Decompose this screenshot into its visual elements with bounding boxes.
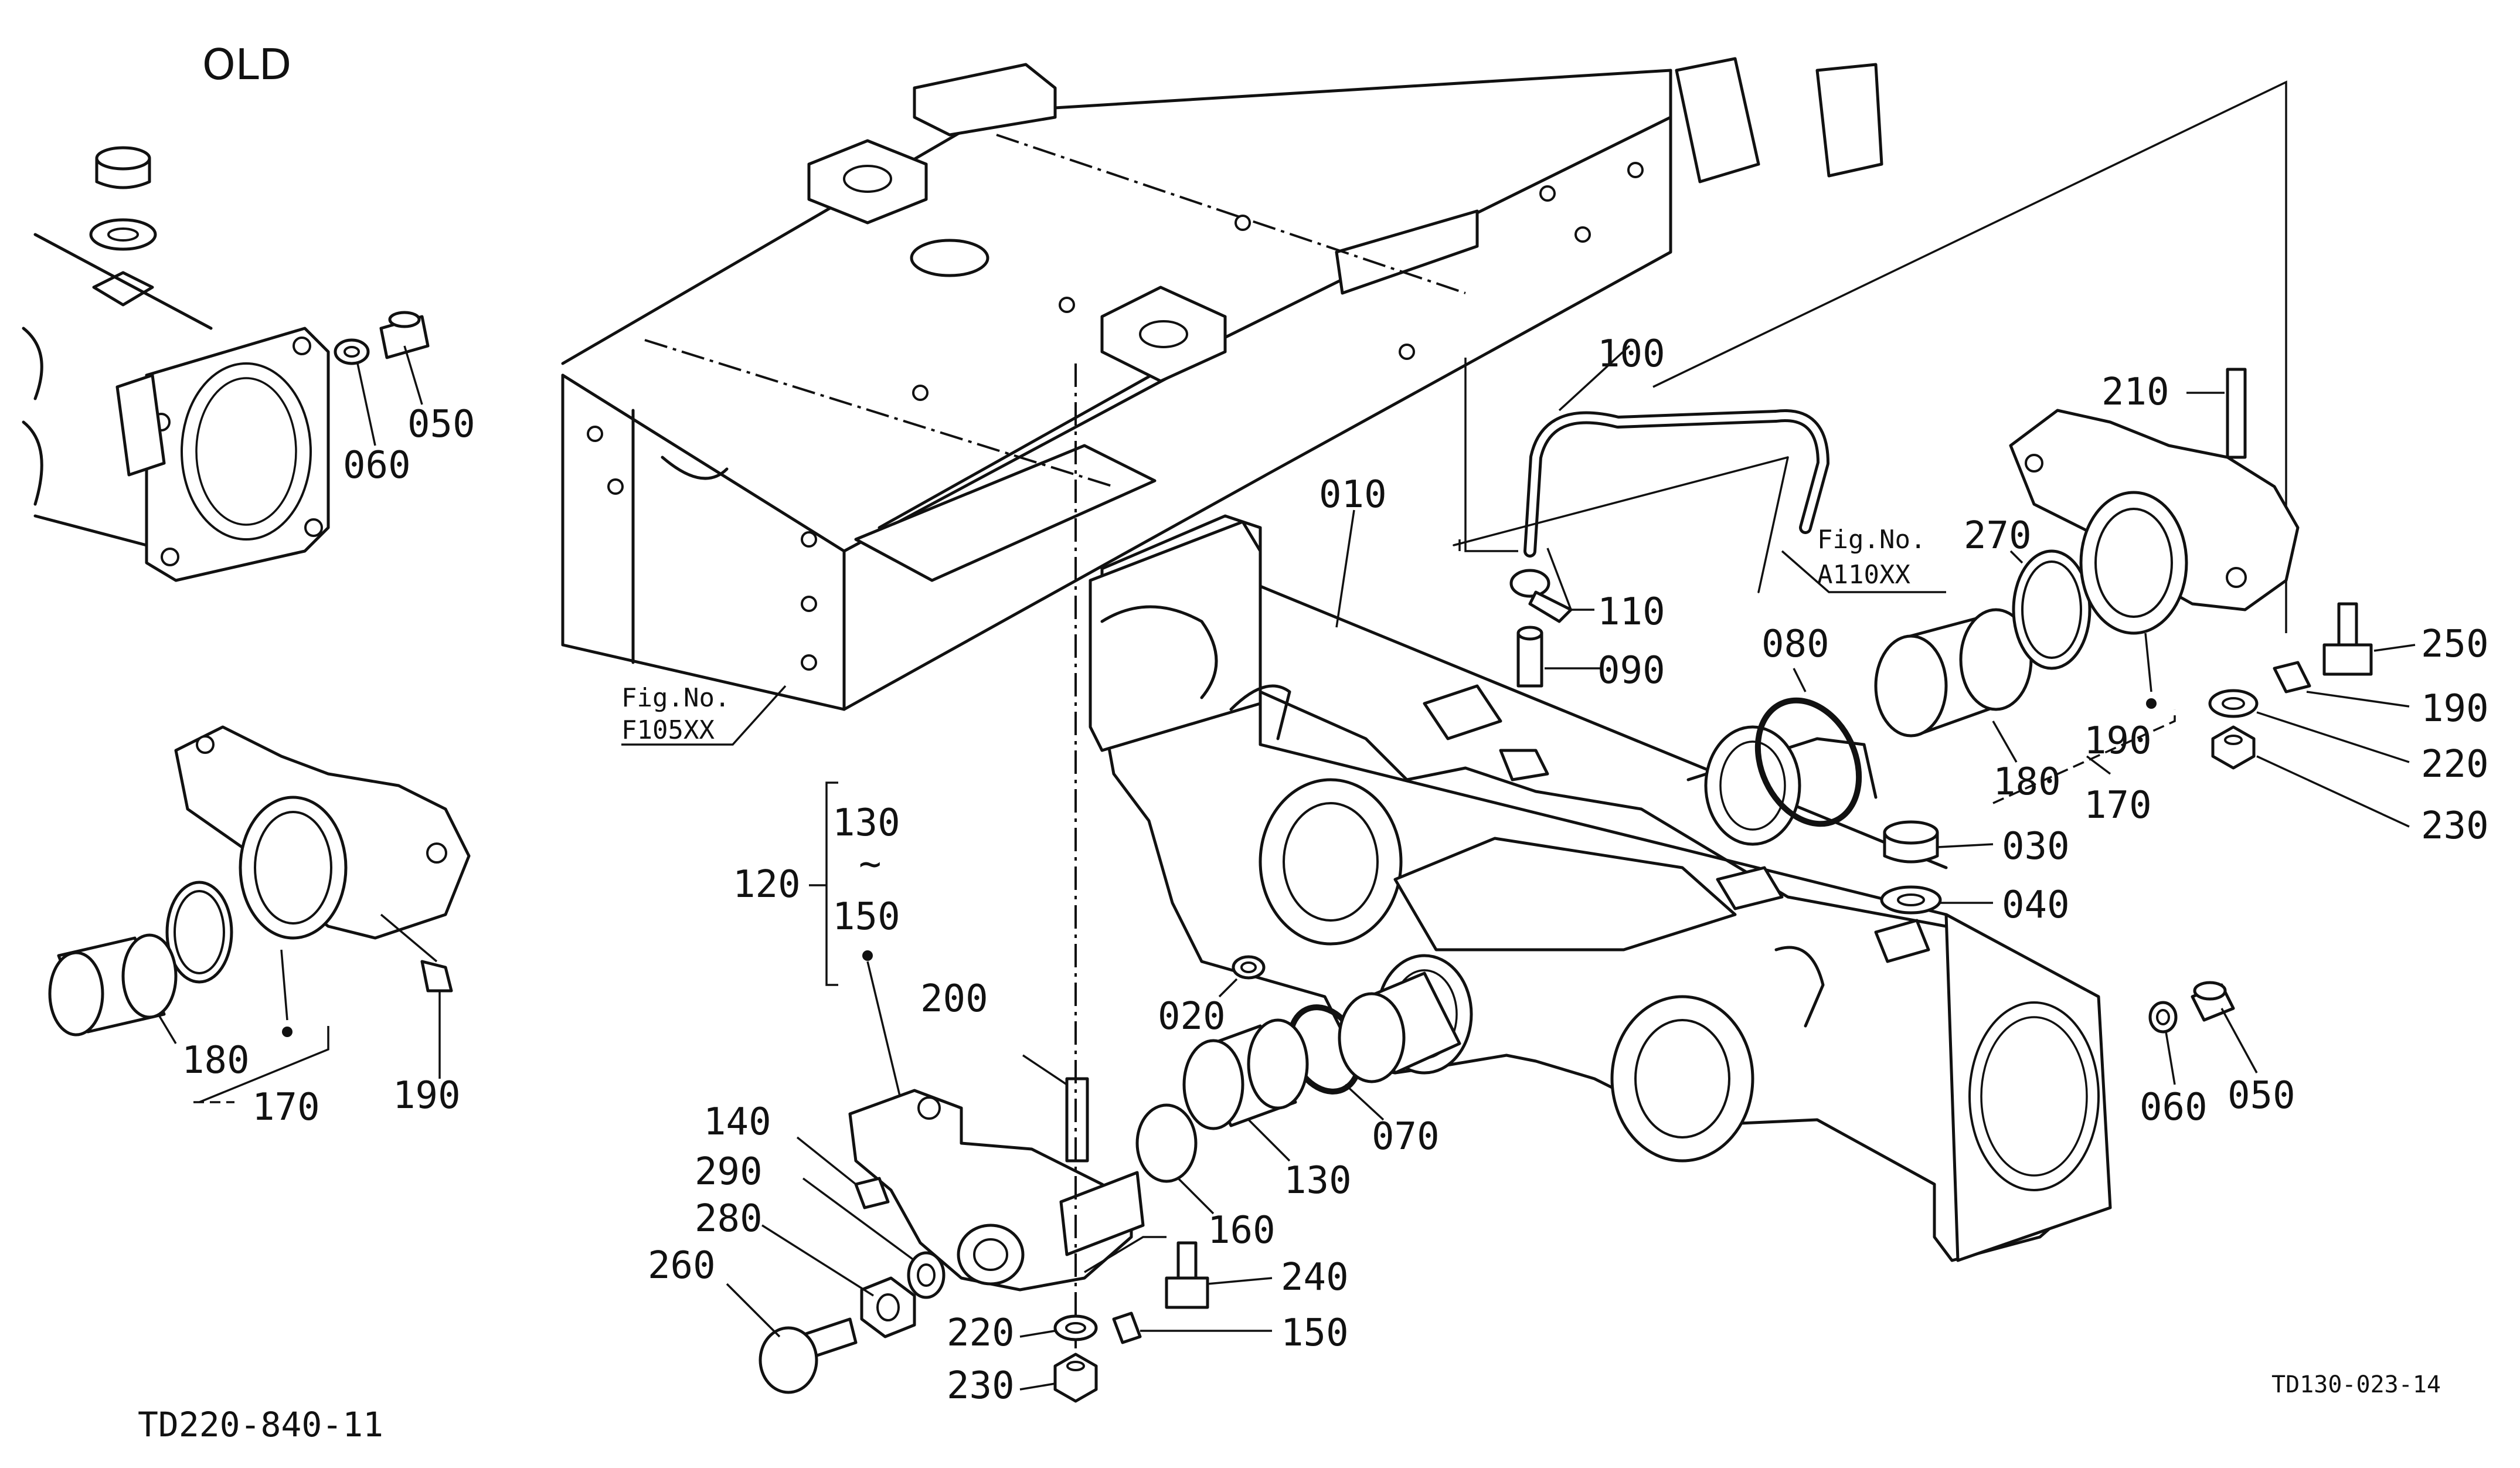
label-080: 080 bbox=[1761, 623, 1829, 666]
nut-icon bbox=[1053, 1353, 1098, 1403]
grease-nipple-icon bbox=[420, 960, 453, 993]
label-190: 190 bbox=[2421, 687, 2489, 730]
bolt-icon bbox=[759, 1317, 858, 1394]
grease-nipple-icon bbox=[2273, 661, 2311, 694]
label-150: 150 bbox=[1281, 1311, 1349, 1355]
f105-line1: Fig.No. bbox=[621, 683, 730, 713]
label-230-lower: 230 bbox=[947, 1364, 1015, 1408]
nut-icon bbox=[2211, 725, 2256, 770]
label-170: 170 bbox=[2084, 784, 2152, 827]
old-inset-bracket: 180 170 190 bbox=[48, 725, 471, 1129]
o-ring-icon bbox=[1754, 697, 1862, 827]
label-010: 010 bbox=[1319, 473, 1387, 516]
figure-ref-f105: Fig.No. F105XX bbox=[621, 683, 787, 746]
f105-line2: F105XX bbox=[621, 715, 715, 745]
axle-stub-icon bbox=[1338, 971, 1461, 1083]
label-060: 060 bbox=[2140, 1086, 2208, 1129]
plug-icon bbox=[1883, 820, 1939, 864]
label-220: 220 bbox=[2421, 743, 2489, 786]
label-160: 160 bbox=[1208, 1209, 1276, 1252]
washer-icon bbox=[1053, 1314, 1098, 1341]
old-housing-flange-icon bbox=[22, 233, 330, 582]
bushing-icon bbox=[1874, 608, 2033, 738]
old-label-190: 190 bbox=[393, 1074, 461, 1117]
label-130-group: 130 bbox=[832, 801, 900, 845]
figure-ref-a110: Fig.No. A110XX bbox=[1781, 525, 1946, 593]
label-140: 140 bbox=[703, 1100, 771, 1144]
bolt-icon bbox=[1165, 1241, 1209, 1309]
label-150-group: 150 bbox=[832, 895, 900, 939]
label-120: 120 bbox=[733, 863, 801, 906]
bushing-icon bbox=[48, 933, 178, 1037]
label-100: 100 bbox=[1597, 332, 1665, 376]
label-180: 180 bbox=[1993, 760, 2061, 804]
label-260: 260 bbox=[648, 1244, 716, 1287]
label-070: 070 bbox=[1372, 1115, 1440, 1158]
plug-icon bbox=[1232, 955, 1266, 980]
washer-icon bbox=[2148, 1001, 2178, 1034]
nut-icon bbox=[860, 1276, 916, 1338]
grease-nipple-icon bbox=[854, 1177, 890, 1209]
label-220-lower: 220 bbox=[947, 1311, 1015, 1355]
washer-icon bbox=[907, 1251, 946, 1299]
hose-icon bbox=[1453, 409, 1829, 593]
bolt-icon bbox=[2322, 602, 2373, 676]
a110-line2: A110XX bbox=[1817, 560, 1910, 590]
bracket-icon bbox=[848, 1089, 1145, 1292]
washer-icon bbox=[2208, 689, 2259, 718]
group-bracket-120: 120 130 ~ 150 bbox=[733, 781, 904, 1109]
old-label-060: 060 bbox=[343, 444, 411, 487]
label-200: 200 bbox=[920, 977, 988, 1021]
old-label-170: 170 bbox=[252, 1086, 320, 1129]
o-ring-icon bbox=[2012, 549, 2092, 670]
old-drawing-code: TD220-840-11 bbox=[138, 1405, 383, 1445]
old-variant-label: OLD bbox=[202, 40, 291, 89]
label-270: 270 bbox=[1964, 514, 2032, 558]
label-290: 290 bbox=[695, 1150, 763, 1194]
stud-icon bbox=[2226, 368, 2247, 459]
grease-nipple-icon bbox=[1112, 1311, 1142, 1344]
old-label-050: 050 bbox=[407, 403, 475, 446]
washer-icon bbox=[334, 338, 370, 365]
grease-nipple-icon bbox=[1516, 626, 1543, 688]
label-040: 040 bbox=[2002, 883, 2070, 927]
label-110: 110 bbox=[1597, 590, 1665, 634]
bushing-icon bbox=[1182, 1018, 1309, 1130]
label-250: 250 bbox=[2421, 623, 2489, 666]
bolt-icon bbox=[2191, 981, 2235, 1022]
bracket-icon bbox=[2009, 409, 2300, 635]
label-130: 130 bbox=[1284, 1159, 1352, 1202]
stud-icon bbox=[1065, 1077, 1089, 1163]
washer-icon bbox=[1880, 885, 1942, 915]
cap-icon bbox=[1135, 1103, 1198, 1183]
clamp-icon bbox=[1509, 569, 1573, 623]
label-020: 020 bbox=[1158, 995, 1226, 1038]
label-230: 230 bbox=[2421, 804, 2489, 848]
bolt-icon bbox=[379, 311, 430, 359]
old-label-180: 180 bbox=[182, 1039, 250, 1082]
label-090: 090 bbox=[1597, 649, 1665, 692]
old-inset-top: OLD bbox=[22, 40, 475, 582]
axle-frame-icon bbox=[561, 57, 1883, 711]
label-030: 030 bbox=[2002, 825, 2070, 868]
a110-line1: Fig.No. bbox=[1817, 525, 1926, 555]
label-tilde: ~ bbox=[859, 842, 882, 886]
main-drawing-code: TD130-023-14 bbox=[2271, 1371, 2441, 1398]
label-240: 240 bbox=[1281, 1256, 1349, 1299]
label-280: 280 bbox=[695, 1197, 763, 1241]
label-050: 050 bbox=[2227, 1074, 2295, 1117]
label-210: 210 bbox=[2101, 371, 2169, 414]
label-190-upper: 190 bbox=[2084, 719, 2152, 763]
